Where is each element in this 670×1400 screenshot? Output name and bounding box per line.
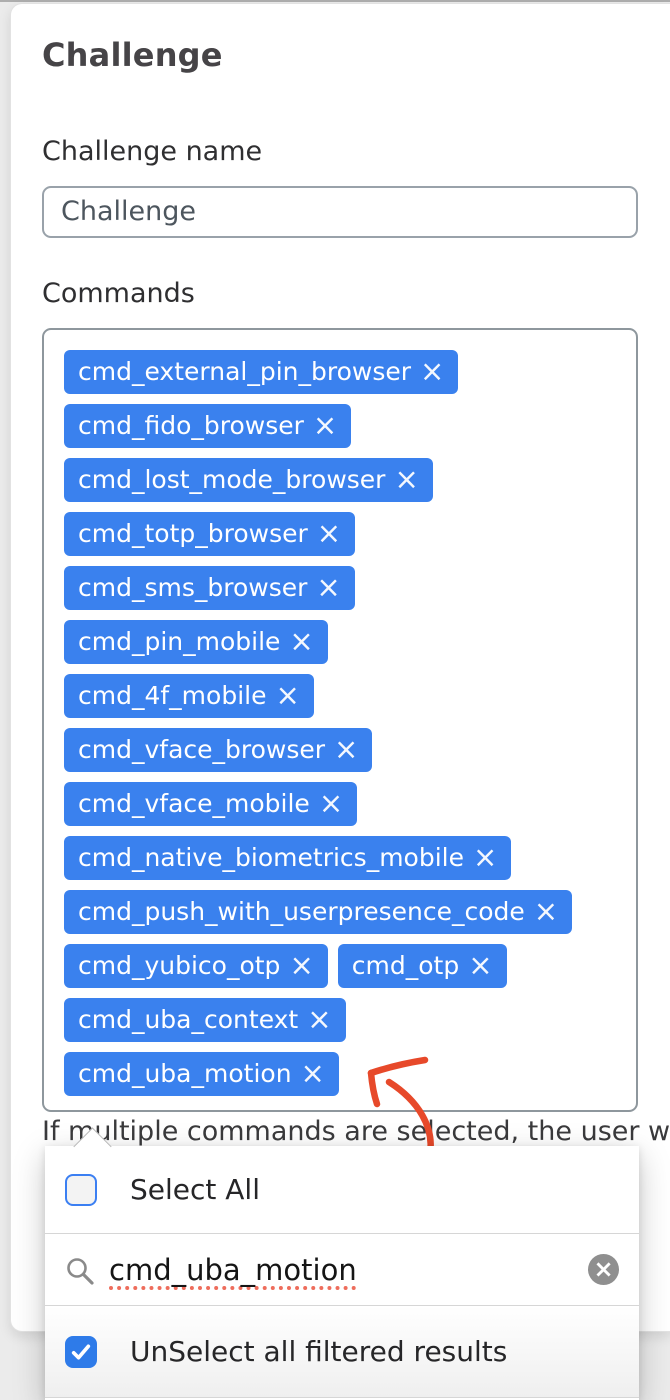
- chip-label: cmd_vface_browser: [78, 735, 326, 764]
- command-chip-cmd_fido_browser[interactable]: cmd_fido_browser ×: [64, 404, 352, 448]
- chip-remove-icon[interactable]: ×: [289, 623, 314, 658]
- chip-label: cmd_sms_browser: [78, 573, 308, 602]
- command-chip-cmd_native_biometrics_mobile[interactable]: cmd_native_biometrics_mobile ×: [64, 836, 512, 880]
- chip-remove-icon[interactable]: ×: [275, 677, 300, 712]
- chip-label: cmd_vface_mobile: [78, 789, 310, 818]
- chip-row: cmd_lost_mode_browser ×: [64, 458, 616, 502]
- chip-label: cmd_4f_mobile: [78, 681, 267, 710]
- commands-label: Commands: [42, 278, 195, 309]
- chip-row: cmd_uba_context ×: [64, 998, 616, 1042]
- chip-remove-icon[interactable]: ×: [468, 947, 493, 982]
- chip-remove-icon[interactable]: ×: [318, 785, 344, 820]
- chip-remove-icon[interactable]: ×: [420, 353, 445, 388]
- command-chip-cmd_external_pin_browser[interactable]: cmd_external_pin_browser ×: [64, 350, 459, 394]
- command-chip-cmd_totp_browser[interactable]: cmd_totp_browser ×: [64, 512, 356, 556]
- chip-label: cmd_external_pin_browser: [78, 357, 412, 386]
- chip-row: cmd_vface_mobile ×: [64, 782, 616, 826]
- command-chip-cmd_yubico_otp[interactable]: cmd_yubico_otp ×: [64, 944, 328, 988]
- command-chip-cmd_uba_context[interactable]: cmd_uba_context ×: [64, 998, 346, 1042]
- chip-label: cmd_uba_context: [78, 1005, 299, 1034]
- command-chip-cmd_sms_browser[interactable]: cmd_sms_browser ×: [64, 566, 355, 610]
- chip-label: cmd_totp_browser: [78, 519, 308, 548]
- page-title: Challenge: [42, 36, 223, 74]
- chip-row: cmd_totp_browser ×: [64, 512, 616, 556]
- chip-remove-icon[interactable]: ×: [394, 461, 419, 496]
- command-chip-cmd_uba_motion[interactable]: cmd_uba_motion ×: [64, 1052, 339, 1096]
- select-all-option[interactable]: Select All: [45, 1146, 639, 1233]
- command-chip-cmd_push_with_userpresence_code[interactable]: cmd_push_with_userpresence_code ×: [64, 890, 573, 934]
- chip-row: cmd_pin_mobile ×: [64, 620, 616, 664]
- chip-label: cmd_fido_browser: [78, 411, 304, 440]
- commands-dropdown: Select All cmd_uba_motion × UnSelect all…: [45, 1127, 639, 1400]
- command-chip-cmd_vface_browser[interactable]: cmd_vface_browser ×: [64, 728, 373, 772]
- chip-remove-icon[interactable]: ×: [473, 839, 498, 874]
- chip-row: cmd_uba_motion ×: [64, 1052, 616, 1096]
- top-divider: [0, 0, 670, 2]
- chip-row: cmd_external_pin_browser ×: [64, 350, 616, 394]
- chip-label: cmd_pin_mobile: [78, 627, 281, 656]
- clear-search-button[interactable]: ×: [588, 1254, 619, 1285]
- commands-multiselect[interactable]: cmd_external_pin_browser×cmd_fido_browse…: [42, 328, 638, 1112]
- unselect-filtered-option[interactable]: UnSelect all filtered results: [45, 1306, 639, 1397]
- chip-label: cmd_push_with_userpresence_code: [78, 897, 525, 926]
- chip-row: cmd_4f_mobile ×: [64, 674, 616, 718]
- chip-remove-icon[interactable]: ×: [307, 1001, 332, 1036]
- chip-remove-icon[interactable]: ×: [334, 731, 359, 766]
- unselect-filtered-checkbox[interactable]: [65, 1335, 97, 1368]
- chip-remove-icon[interactable]: ×: [533, 893, 559, 928]
- challenge-name-input[interactable]: [42, 186, 638, 238]
- command-chip-cmd_pin_mobile[interactable]: cmd_pin_mobile ×: [64, 620, 328, 664]
- chip-remove-icon[interactable]: ×: [300, 1055, 325, 1090]
- chip-row: cmd_push_with_userpresence_code ×: [64, 890, 616, 934]
- chip-remove-icon[interactable]: ×: [316, 569, 341, 604]
- chip-label: cmd_lost_mode_browser: [78, 465, 386, 494]
- chip-label: cmd_uba_motion: [78, 1059, 292, 1088]
- select-all-checkbox[interactable]: [65, 1173, 97, 1206]
- chip-row: cmd_sms_browser ×: [64, 566, 616, 610]
- chip-label: cmd_native_biometrics_mobile: [78, 843, 464, 872]
- select-all-label: Select All: [130, 1173, 260, 1206]
- dropdown-search-row[interactable]: cmd_uba_motion ×: [45, 1234, 639, 1305]
- chip-row: cmd_native_biometrics_mobile ×: [64, 836, 616, 880]
- divider: [45, 1397, 639, 1398]
- checkmark-icon: [71, 1343, 91, 1360]
- chip-remove-icon[interactable]: ×: [289, 947, 314, 982]
- dropdown-search-input[interactable]: cmd_uba_motion: [109, 1252, 357, 1287]
- chip-row: cmd_vface_browser ×: [64, 728, 616, 772]
- search-icon: [67, 1257, 94, 1285]
- divider: [45, 1305, 639, 1306]
- unselect-filtered-label: UnSelect all filtered results: [130, 1335, 508, 1368]
- challenge-name-label: Challenge name: [42, 136, 263, 167]
- command-chip-cmd_vface_mobile[interactable]: cmd_vface_mobile ×: [64, 782, 358, 826]
- chip-remove-icon[interactable]: ×: [312, 407, 338, 442]
- divider: [45, 1233, 639, 1234]
- command-chip-cmd_4f_mobile[interactable]: cmd_4f_mobile ×: [64, 674, 314, 718]
- chip-remove-icon[interactable]: ×: [316, 515, 342, 550]
- chip-label: cmd_yubico_otp: [78, 951, 281, 980]
- command-chip-cmd_otp[interactable]: cmd_otp ×: [337, 944, 507, 988]
- chip-label: cmd_otp: [351, 951, 460, 980]
- chip-row: cmd_yubico_otp × cmd_otp ×: [64, 944, 616, 988]
- command-chip-cmd_lost_mode_browser[interactable]: cmd_lost_mode_browser ×: [64, 458, 433, 502]
- helper-text: If multiple commands are selected, the u…: [42, 1116, 670, 1147]
- chip-row: cmd_fido_browser ×: [64, 404, 616, 448]
